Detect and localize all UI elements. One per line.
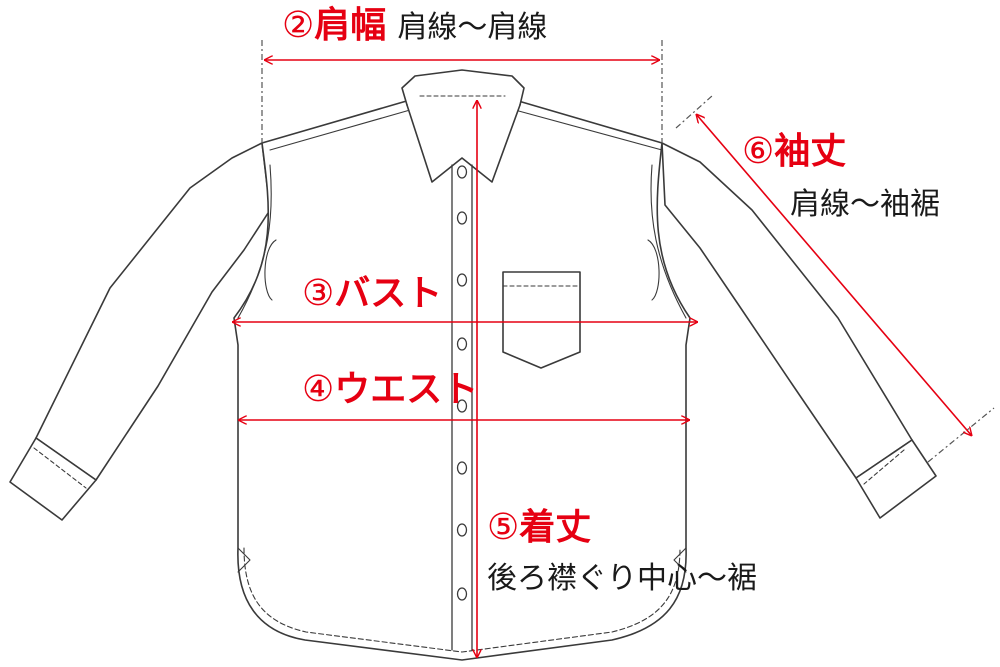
button xyxy=(456,165,468,179)
length-title: 着丈 xyxy=(519,507,592,548)
button xyxy=(456,211,468,225)
waist-label: ④ウエスト xyxy=(302,372,478,408)
length-label: ⑤着丈 xyxy=(487,510,591,546)
shoulder-label: ②肩幅 肩線～肩線 xyxy=(282,8,547,44)
sleeve-number: ⑥ xyxy=(742,131,775,172)
bust-label: ③バスト xyxy=(302,276,442,312)
length-number: ⑤ xyxy=(487,507,520,548)
left-cuff xyxy=(9,437,97,521)
waist-title: ウエスト xyxy=(334,369,479,410)
bust-title: バスト xyxy=(334,273,443,314)
button xyxy=(456,337,468,351)
button xyxy=(456,273,468,287)
sleeve-label: ⑥袖丈 xyxy=(742,134,846,170)
sleeve-title: 袖丈 xyxy=(774,131,847,172)
length-subtitle: 後ろ襟ぐり中心～裾 xyxy=(487,561,757,596)
sleeve-arrow xyxy=(696,114,972,436)
sleeve-subtitle: 肩線～袖裾 xyxy=(790,187,940,222)
measurement-arrows xyxy=(232,60,972,658)
shoulder-title: 肩幅 xyxy=(314,5,387,46)
button xyxy=(456,523,468,537)
button xyxy=(456,461,468,475)
buttons xyxy=(456,165,468,601)
button xyxy=(456,399,468,413)
waist-number: ④ xyxy=(302,369,335,410)
shoulder-number: ② xyxy=(282,5,315,46)
left-sleeve xyxy=(35,142,271,481)
bust-number: ③ xyxy=(302,273,335,314)
right-cuff xyxy=(855,439,937,519)
shoulder-subtitle: 肩線～肩線 xyxy=(397,10,548,45)
button xyxy=(456,587,468,601)
placket xyxy=(451,164,473,651)
